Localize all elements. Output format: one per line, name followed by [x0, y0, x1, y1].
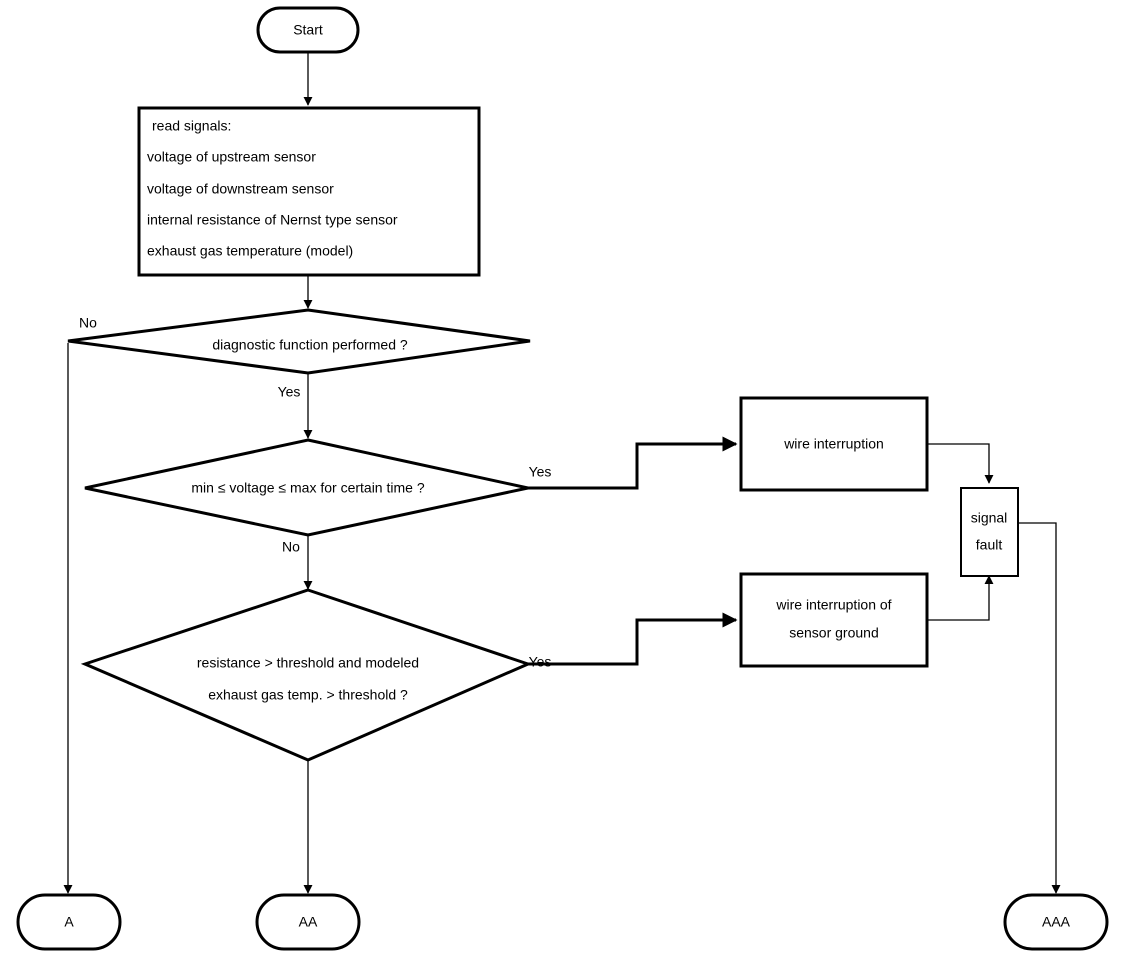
node-read-signals-line-4: exhaust gas temperature (model)	[147, 243, 353, 259]
node-read-signals-line-0: read signals:	[152, 118, 231, 134]
edge-label-diagnostic-yes: Yes	[278, 384, 301, 400]
node-decision-resistance-line-1: exhaust gas temp. > threshold ?	[208, 687, 408, 703]
node-terminal-aa-label: AA	[299, 914, 318, 930]
edge-wire-interruption-to-signal-fault	[927, 443, 994, 484]
node-read-signals-line-2: voltage of downstream sensor	[147, 181, 334, 197]
edge-label-voltage-yes: Yes	[529, 464, 552, 480]
node-read-signals[interactable]: read signals: voltage of upstream sensor…	[137, 106, 481, 277]
node-decision-diagnostic-label: diagnostic function performed ?	[212, 337, 408, 353]
node-terminal-aaa[interactable]: AAA	[1003, 893, 1109, 951]
node-decision-voltage-label: min ≤ voltage ≤ max for certain time ?	[191, 480, 424, 496]
node-terminal-aa[interactable]: AA	[255, 893, 361, 951]
node-terminal-a-label: A	[64, 914, 74, 930]
node-signal-fault[interactable]: signal fault	[960, 487, 1019, 577]
edge-wire-interruption-ground-to-signal-fault	[927, 575, 994, 621]
node-decision-voltage[interactable]: min ≤ voltage ≤ max for certain time ?	[84, 438, 529, 537]
edge-label-resistance-yes: Yes	[529, 654, 552, 670]
node-read-signals-line-3: internal resistance of Nernst type senso…	[147, 212, 398, 228]
node-decision-diagnostic[interactable]: diagnostic function performed ?	[67, 308, 531, 375]
node-signal-fault-line-1: fault	[976, 537, 1003, 553]
node-wire-interruption-label: wire interruption	[783, 436, 884, 452]
node-wire-interruption-ground-line-1: sensor ground	[789, 625, 879, 641]
node-signal-fault-line-0: signal	[971, 510, 1008, 526]
node-start[interactable]: Start	[256, 6, 360, 54]
node-terminal-aaa-label: AAA	[1042, 914, 1071, 930]
node-wire-interruption-ground[interactable]: wire interruption of sensor ground	[739, 572, 929, 668]
node-wire-interruption[interactable]: wire interruption	[739, 396, 929, 492]
edge-label-diagnostic-no: No	[79, 315, 97, 331]
node-terminal-a[interactable]: A	[16, 893, 122, 951]
node-wire-interruption-ground-line-0: wire interruption of	[775, 597, 891, 613]
edge-signal-fault-to-terminal-aaa	[1018, 522, 1061, 894]
edge-resistance-yes-to-wire-interruption-ground	[528, 612, 738, 666]
edge-voltage-yes-to-wire-interruption	[528, 436, 738, 490]
edge-label-voltage-no: No	[282, 539, 300, 555]
node-decision-resistance[interactable]: resistance > threshold and modeled exhau…	[80, 588, 533, 762]
node-start-label: Start	[293, 22, 323, 38]
node-decision-resistance-line-0: resistance > threshold and modeled	[197, 655, 419, 671]
node-read-signals-line-1: voltage of upstream sensor	[147, 149, 316, 165]
